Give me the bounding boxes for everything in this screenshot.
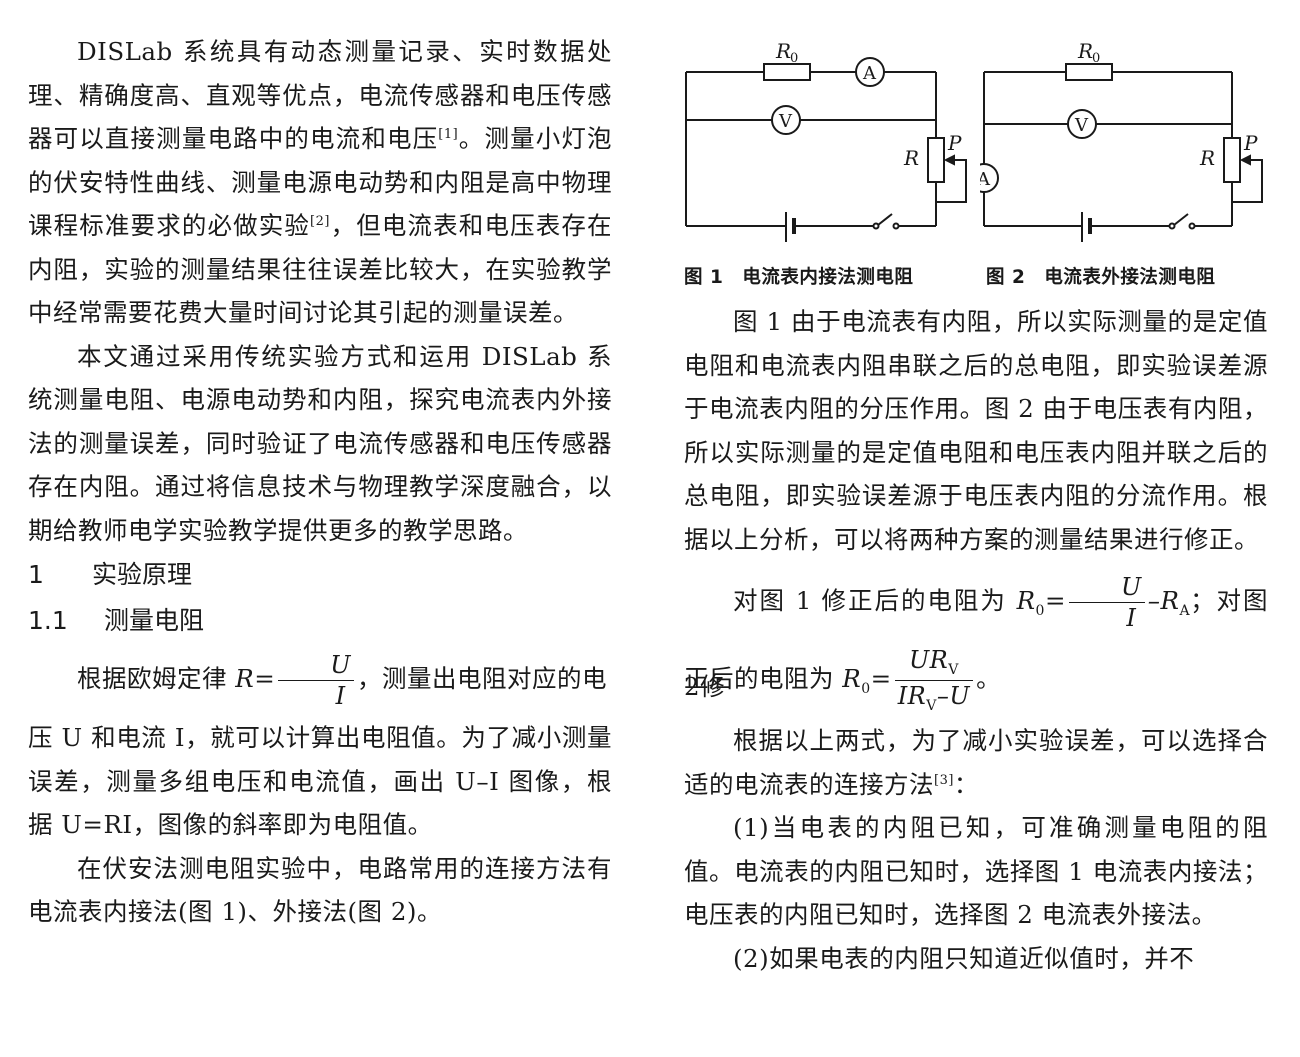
subsection-title: 测量电阻: [104, 606, 205, 635]
correction-text-1: 对图 1 修正后的电阻为: [733, 586, 1007, 615]
formula-2-num-sub: V: [948, 662, 959, 678]
figure-1-caption: 图 1 电流表内接法测电阻: [684, 267, 914, 288]
paragraph-case-2: (2)如果电表的内阻只知道近似值时，并不: [733, 943, 1195, 973]
formula-1-eq: =: [1044, 586, 1066, 615]
paragraph-error-analysis: 图 1 由于电流表有内阻，所以实际测量的是定值电阻和电流表内阻串联之后的总电阻，…: [684, 307, 1268, 554]
formula-1-lhs-sub: 0: [1035, 602, 1045, 619]
intro-text-3: ，但电流表和电压表存在内阻，实验的测量结果往往误差比较大，在实验教学中经常需要花…: [28, 211, 613, 327]
section-title: 实验原理: [92, 560, 193, 589]
fig2-voltmeter-label: V: [1074, 115, 1089, 136]
formula-2-lhs-sub: 0: [861, 680, 871, 697]
fig1-voltmeter-label: V: [778, 111, 793, 132]
right-column: R 0 A V R P: [684, 0, 1268, 980]
fig1-r0-sub: 0: [790, 51, 798, 66]
fig1-rheostat-label: R: [903, 146, 919, 170]
ohm-text-2: ，测量出电阻对应的电: [357, 664, 608, 693]
correction-text-3: 正后的电阻为: [684, 664, 834, 693]
intro-text-1: DISLab 系统具有动态测量记录、实时数据处理、精确度高、直观等优点，电流传感…: [28, 37, 612, 153]
fig1-r0-label: R: [775, 39, 791, 63]
subsection-number: 1.1: [28, 606, 68, 635]
formula-2-den-a: IR: [897, 682, 927, 710]
formula-2-denominator: IRV–U: [895, 681, 973, 713]
formula-1-lhs: R: [1016, 586, 1036, 615]
citation-3[interactable]: [3]: [934, 772, 954, 788]
formula-2-den-b: –U: [936, 682, 971, 710]
fraction-numerator: U: [278, 653, 355, 681]
formula-2-numerator: URV: [894, 646, 974, 681]
figure-2-caption: 图 2 电流表外接法测电阻: [986, 267, 1216, 288]
figure-1-circuit: R 0 A V R P: [685, 39, 967, 242]
paragraph-measure: 压 U 和电流 I，就可以计算出电阻值。为了减小测量误差，测量多组电压和电流值，…: [28, 723, 612, 839]
formula-2-lhs: R: [842, 664, 862, 693]
left-column: DISLab 系统具有动态测量记录、实时数据处理、精确度高、直观等优点，电流传感…: [28, 30, 612, 934]
intro-text-2: 。测量小灯泡的伏安特性曲线、测量电源电动势和内阻是高中物理课程标准要求的必做实验: [28, 124, 613, 240]
citation-2[interactable]: [2]: [310, 213, 330, 229]
figure-row: R 0 A V R P: [684, 0, 1268, 300]
correction-text-2: ；对图 2修: [684, 586, 1268, 701]
fig1-ammeter-label: A: [862, 63, 877, 84]
formula-1-rest: –R: [1147, 586, 1180, 615]
formula-1-rest-sub: A: [1179, 602, 1191, 619]
fig2-slider-label: P: [1243, 131, 1258, 155]
section-heading-1: 1 实验原理: [28, 552, 612, 598]
formula-ohm-lhs: R=: [235, 664, 276, 693]
formula-2-den-sub: V: [926, 697, 937, 714]
formula-1-numerator: U: [1069, 575, 1145, 603]
fig2-r0-label: R: [1077, 39, 1093, 63]
fraction-denominator: I: [335, 682, 346, 710]
paragraph-purpose: 本文通过采用传统实验方式和运用 DISLab 系统测量电阻、电源电动势和内阻，探…: [28, 341, 612, 545]
paragraph-methods: 在伏安法测电阻实验中，电路常用的连接方法有电流表内接法(图 1)、外接法(图 2…: [28, 853, 612, 927]
section-number: 1: [28, 560, 44, 589]
correction-text-4: 。: [976, 664, 1002, 693]
fig2-r0-sub: 0: [1092, 51, 1100, 66]
subsection-heading-1-1: 1.1 测量电阻: [28, 598, 612, 644]
citation-1[interactable]: [1]: [438, 126, 459, 142]
formula-1-denominator: I: [1126, 604, 1137, 632]
choose-text: 根据以上两式，为了减小实验误差，可以选择合适的电流表的连接方法: [684, 726, 1268, 799]
ohm-text: 根据欧姆定律: [77, 664, 227, 693]
choose-end: ：: [953, 769, 979, 799]
fig1-slider-label: P: [947, 131, 962, 155]
fig2-ammeter-label: A: [980, 169, 991, 190]
formula-2-eq: =: [870, 664, 892, 693]
fig2-rheostat-label: R: [1199, 146, 1215, 170]
paragraph-choose-method: 根据以上两式，为了减小实验误差，可以选择合适的电流表的连接方法[3]：: [684, 719, 1268, 806]
formula-2-num-text: UR: [908, 646, 949, 675]
paragraph-intro: DISLab 系统具有动态测量记录、实时数据处理、精确度高、直观等优点，电流传感…: [28, 30, 612, 335]
figure-2-circuit: R 0 A V R P: [980, 39, 1263, 242]
paragraph-case-1: (1)当电表的内阻已知，可准确测量电阻的阻值。电流表的内阻已知时，选择图 1 电…: [684, 813, 1268, 929]
